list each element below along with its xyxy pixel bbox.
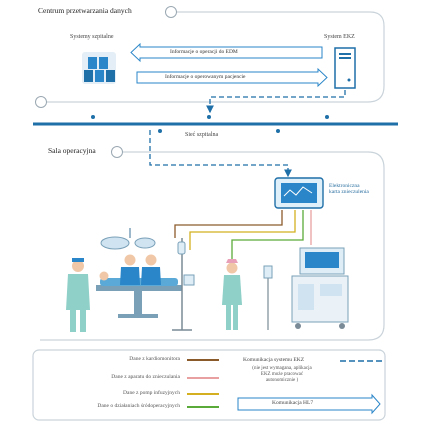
anesthesia-card-device-icon [274, 177, 324, 209]
legend-line-anesthesia [187, 377, 219, 379]
hospital-network-bus [33, 115, 398, 133]
line-intraop-actions [231, 210, 304, 262]
ekz-server-icon [334, 47, 356, 89]
network-label: Sieć szpitalna [185, 132, 219, 138]
nurse-icon [222, 259, 242, 330]
legend-item-anesthesia: Dane z aparatu do znieczulania [111, 374, 180, 380]
legend-ekz-note-line2: EKZ może pracować [260, 371, 304, 377]
legend-line-intraop [187, 406, 219, 408]
line-cardiomonitor [174, 210, 283, 238]
line-infusion-pumps [189, 210, 296, 250]
data-center-frame [35, 6, 385, 108]
device-label: Elektroniczna karta znieczulenia [329, 183, 369, 196]
arrow-patient [136, 67, 328, 88]
operating-room-title: Sala operacyjna [48, 146, 96, 155]
surgical-lamp-icon [100, 228, 156, 250]
doctor-left-icon [66, 258, 90, 332]
legend-line-cardiomonitor [187, 359, 219, 361]
ekz-dashed-link-bottom [149, 130, 292, 178]
ekz-system-label: System EKZ [324, 34, 355, 40]
legend-item-cardiomonitor: Dane z kardiomonitora [129, 356, 180, 362]
legend-line-pumps [187, 393, 219, 395]
ekz-dashed-link-top [206, 90, 346, 114]
anesthesia-machine-icon [263, 247, 349, 330]
device-label-line2: karta znieczulenia [329, 189, 369, 196]
legend-hl7-arrow [237, 393, 381, 415]
data-center-title: Centrum przetwarzania danych [38, 6, 132, 15]
legend-ekz-comm-label: Komunikacja systemu EKZ [243, 357, 305, 363]
legend-ekz-note: (nie jest wymagana, aplikacja EKZ może p… [232, 366, 332, 383]
legend-hl7-label: Komunikacja HL7 [272, 400, 314, 406]
hospital-systems-label: Systemy szpitalne [70, 34, 114, 40]
device-label-line1: Elektroniczna [329, 183, 360, 189]
legend-ekz-note-line3: autonomicznie ) [265, 377, 299, 383]
arrow-edm [130, 42, 323, 63]
arrow-patient-label: Informacje o operowanym pacjencie [165, 74, 246, 80]
legend-ekz-note-line1: (nie jest wymagana, aplikacja [252, 366, 312, 371]
surgeons-icon [120, 254, 161, 285]
hospital-servers-icon [82, 52, 116, 84]
arrow-edm-label: Informacje o operacji do EDM [170, 49, 238, 55]
legend-item-intraop: Dane o działaniach śródoperacyjnych [97, 403, 180, 409]
operating-room-frame [40, 146, 385, 341]
legend-item-pumps: Dane z pomp infuzyjnych [123, 390, 180, 396]
iv-stand-icon [172, 238, 195, 331]
